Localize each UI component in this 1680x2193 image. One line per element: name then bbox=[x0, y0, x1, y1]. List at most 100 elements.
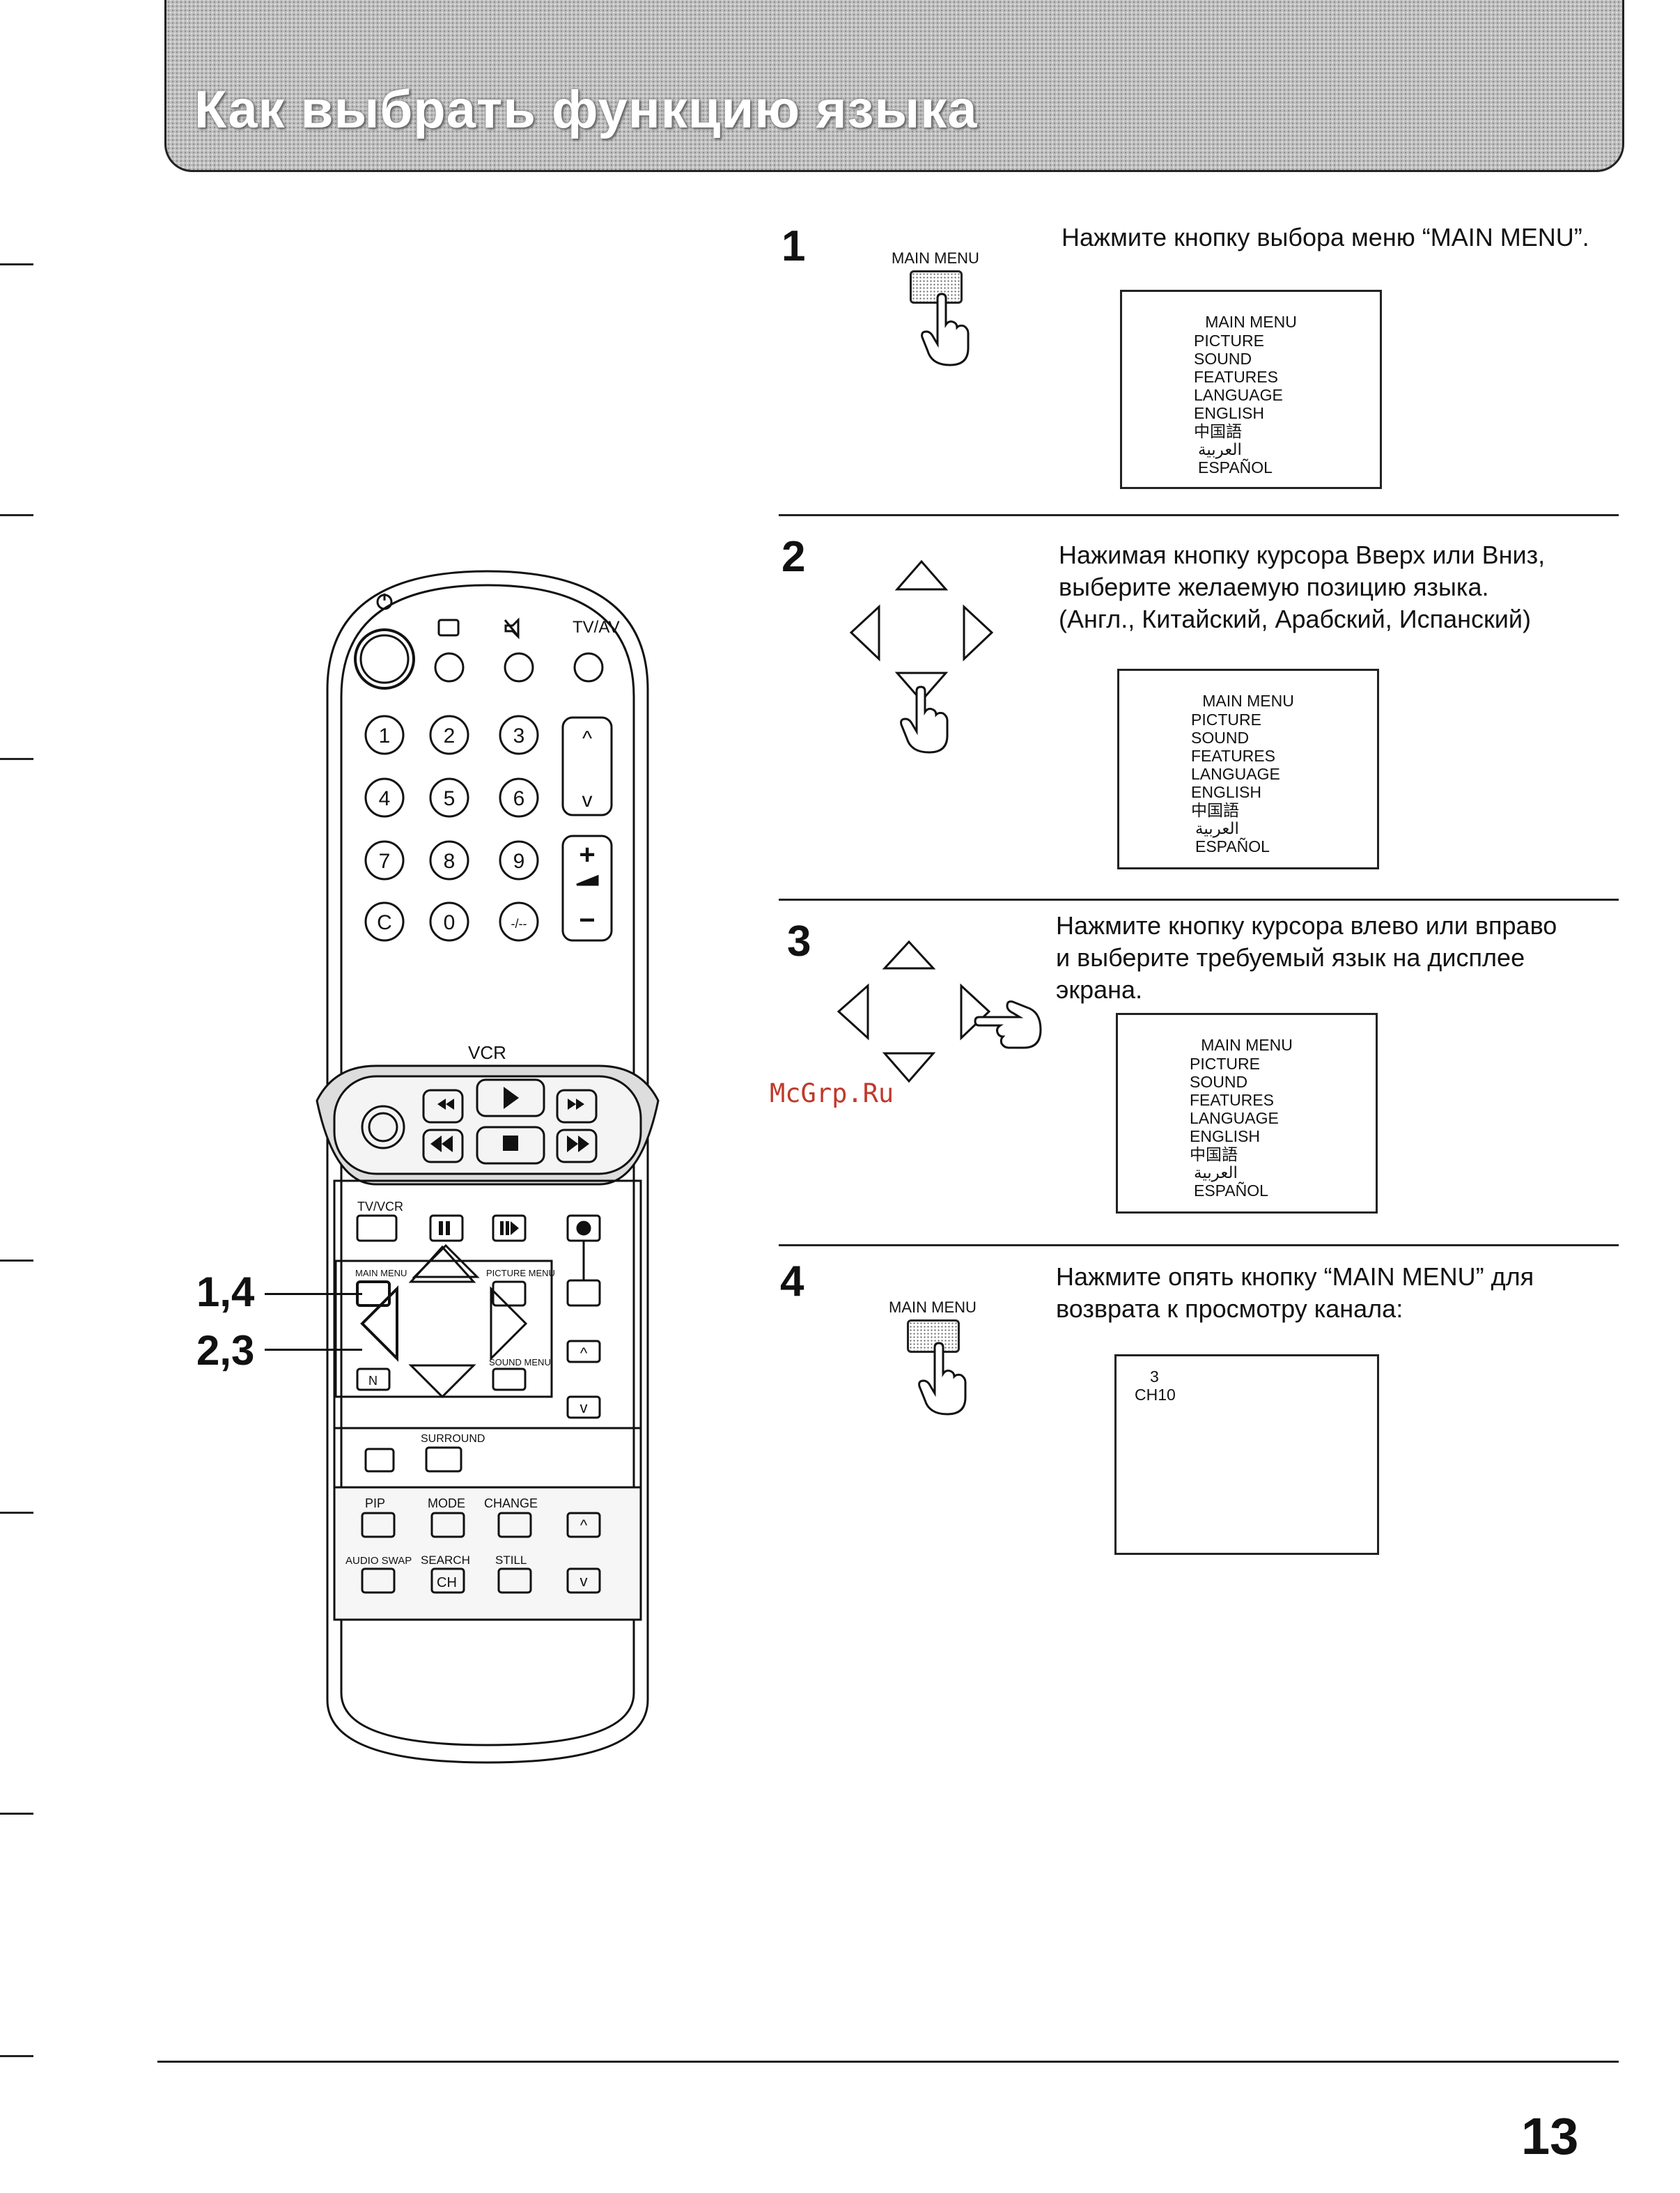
menu-item: SOUND bbox=[1191, 729, 1250, 747]
margin-tick bbox=[0, 514, 33, 516]
main-menu-button-label: MAIN MENU bbox=[889, 1299, 977, 1316]
digit-3: 3 bbox=[513, 724, 525, 747]
pointing-hand-icon bbox=[918, 1342, 967, 1416]
step-text: Нажмите опять кнопку “MAIN MENU” для воз… bbox=[1056, 1261, 1534, 1325]
menu-item: ESPAÑOL bbox=[1195, 837, 1270, 855]
triangle-right-icon bbox=[963, 604, 994, 662]
search-label: SEARCH bbox=[421, 1553, 470, 1567]
menu-item: ENGLISH bbox=[1194, 404, 1264, 422]
step-text-line: Нажмите опять кнопку “MAIN MENU” для bbox=[1056, 1262, 1534, 1291]
menu-item: PICTURE bbox=[1191, 711, 1261, 729]
menu-item: العربية bbox=[1194, 1163, 1238, 1181]
step-text: Нажмите кнопку выбора меню “MAIN MENU”. bbox=[1061, 222, 1589, 254]
picture-menu-label: PICTURE MENU bbox=[486, 1268, 555, 1278]
menu-item: SOUND bbox=[1190, 1073, 1248, 1091]
tvav-label: TV/AV bbox=[573, 618, 620, 637]
menu-items: PICTURE SOUND FEATURES LANGUAGE ENGLISH … bbox=[1191, 711, 1377, 855]
header-banner: Как выбрать функцию языка bbox=[164, 0, 1624, 172]
menu-item: ENGLISH bbox=[1191, 783, 1261, 801]
margin-tick bbox=[0, 2055, 33, 2057]
volume-plus: + bbox=[579, 839, 595, 870]
up-small-2: ^ bbox=[580, 1517, 588, 1534]
n-label: N bbox=[368, 1374, 378, 1388]
step-text: Нажмите кнопку курсора влево или вправо … bbox=[1056, 910, 1557, 1006]
digit-2: 2 bbox=[444, 724, 456, 747]
down-small-2: v bbox=[580, 1572, 588, 1590]
pip-label: PIP bbox=[365, 1496, 385, 1510]
cursor-pad-left-right bbox=[837, 940, 1042, 1083]
digit-dash: -/-- bbox=[511, 917, 527, 931]
menu-title: MAIN MENU bbox=[1201, 1036, 1293, 1054]
margin-tick bbox=[0, 263, 33, 265]
digit-7: 7 bbox=[379, 850, 391, 873]
callout-line bbox=[265, 1293, 362, 1295]
change-label: CHANGE bbox=[484, 1496, 538, 1510]
watermark-text: McGrp.Ru bbox=[770, 1078, 894, 1108]
step-text-line: и выберите требуемый язык на дисплее bbox=[1056, 943, 1525, 972]
step-text-line: Нажмите кнопку выбора меню “MAIN MENU”. bbox=[1061, 223, 1589, 251]
volume-minus: − bbox=[579, 905, 595, 936]
sound-menu-label: SOUND MENU bbox=[489, 1357, 551, 1367]
tv-screen-menu: MAIN MENU PICTURE SOUND FEATURES LANGUAG… bbox=[1120, 290, 1382, 489]
audio-swap-label: AUDIO SWAP bbox=[345, 1555, 412, 1567]
menu-item: 中国語 bbox=[1190, 1145, 1238, 1163]
channel-number: 3 bbox=[1150, 1367, 1159, 1386]
mode-label: MODE bbox=[428, 1496, 465, 1510]
menu-item: العربية bbox=[1195, 819, 1239, 837]
down-small-1: v bbox=[580, 1399, 588, 1416]
channel-down: v bbox=[582, 789, 593, 812]
still-label: STILL bbox=[495, 1553, 527, 1567]
step-divider bbox=[779, 899, 1619, 901]
step-text-line: Нажмите кнопку курсора влево или вправо bbox=[1056, 911, 1557, 940]
digit-0: 0 bbox=[444, 911, 456, 934]
ch-label: CH bbox=[437, 1575, 457, 1590]
step-divider bbox=[779, 1244, 1619, 1246]
menu-item: LANGUAGE bbox=[1194, 386, 1283, 404]
margin-tick bbox=[0, 1813, 33, 1815]
digit-1: 1 bbox=[379, 724, 391, 747]
channel-name: CH10 bbox=[1135, 1386, 1176, 1404]
menu-title: MAIN MENU bbox=[1202, 692, 1294, 710]
menu-title: MAIN MENU bbox=[1205, 313, 1297, 331]
triangle-left-icon bbox=[837, 983, 869, 1041]
digit-c: C bbox=[377, 911, 392, 934]
digit-9: 9 bbox=[513, 850, 525, 873]
callout-1-4: 1,4 bbox=[196, 1269, 255, 1315]
triangle-down-icon bbox=[882, 1052, 936, 1083]
digit-4: 4 bbox=[379, 787, 391, 810]
digit-8: 8 bbox=[444, 850, 456, 873]
remote-control-illustration: TV/AV VCR TV/VCR MAIN MENU PICTURE MENU … bbox=[316, 570, 660, 1764]
menu-item: ESPAÑOL bbox=[1194, 1181, 1268, 1200]
main-menu-button-label: MAIN MENU bbox=[892, 249, 979, 267]
menu-item: ENGLISH bbox=[1190, 1127, 1260, 1145]
footer-rule bbox=[157, 2061, 1619, 2063]
tv-screen-channel: 3 CH10 bbox=[1114, 1354, 1379, 1555]
menu-item: 中国語 bbox=[1194, 422, 1242, 440]
step-text-line: (Англ., Китайский, Арабский, Испанский) bbox=[1059, 605, 1531, 633]
main-menu-button bbox=[907, 1319, 960, 1353]
step-number: 2 bbox=[781, 533, 806, 581]
menu-item: ESPAÑOL bbox=[1198, 458, 1273, 476]
menu-item: العربية bbox=[1198, 440, 1242, 458]
pointing-hand-icon bbox=[921, 293, 970, 366]
step-divider bbox=[779, 514, 1619, 516]
margin-tick bbox=[0, 758, 33, 760]
page-number: 13 bbox=[1521, 2107, 1579, 2165]
callout-2-3: 2,3 bbox=[196, 1327, 255, 1374]
menu-item: SOUND bbox=[1194, 350, 1252, 368]
margin-tick bbox=[0, 1512, 33, 1514]
menu-item: FEATURES bbox=[1191, 747, 1275, 765]
margin-tick bbox=[0, 1260, 33, 1262]
menu-item: 中国語 bbox=[1191, 801, 1239, 819]
step-text: Нажимая кнопку курсора Вверх или Вниз, в… bbox=[1059, 539, 1545, 635]
triangle-up-icon bbox=[894, 559, 949, 591]
menu-item: FEATURES bbox=[1194, 368, 1278, 386]
menu-items: PICTURE SOUND FEATURES LANGUAGE ENGLISH … bbox=[1194, 332, 1380, 476]
step-number: 4 bbox=[780, 1257, 804, 1305]
triangle-left-icon bbox=[849, 604, 880, 662]
digit-6: 6 bbox=[513, 787, 525, 810]
tvvcr-label: TV/VCR bbox=[357, 1200, 403, 1214]
digit-5: 5 bbox=[444, 787, 456, 810]
channel-up: ^ bbox=[582, 727, 592, 750]
callout-line bbox=[265, 1349, 362, 1351]
